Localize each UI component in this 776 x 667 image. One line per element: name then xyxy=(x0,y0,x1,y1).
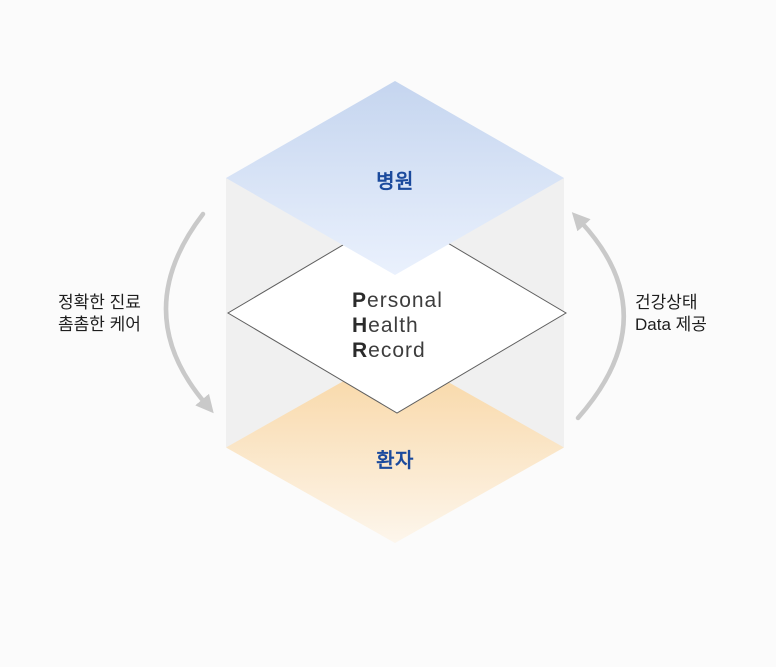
right-flow-line1: 건강상태 xyxy=(635,293,698,312)
phr-title-line3: Record xyxy=(352,339,426,362)
left-flow-line2: 촘촘한 케어 xyxy=(58,315,141,334)
phr-title: Personal Health Record xyxy=(352,288,443,363)
phr-title-line1: Personal xyxy=(352,289,443,312)
patient-label: 환자 xyxy=(376,450,414,472)
left-flow-line1: 정확한 진료 xyxy=(58,293,141,312)
phr-title-line2: Health xyxy=(352,314,419,337)
left-flow-label: 정확한 진료 촘촘한 케어 xyxy=(58,292,141,336)
left-down-arrow-icon xyxy=(163,211,214,414)
hospital-label: 병원 xyxy=(376,171,414,193)
right-up-arrow-icon xyxy=(571,212,626,421)
right-flow-line2: Data 제공 xyxy=(635,315,707,334)
right-flow-label: 건강상태 Data 제공 xyxy=(635,292,707,336)
